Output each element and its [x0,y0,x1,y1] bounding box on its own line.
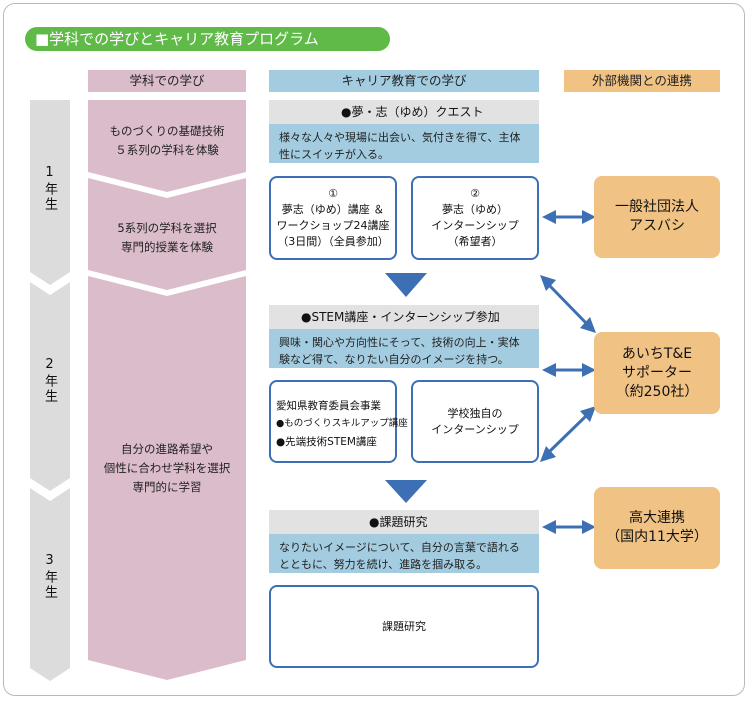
double-arrow-university [542,520,596,534]
dept-line: 専門的に学習 [132,480,202,494]
prefecture-program-box: 愛知県教育委員会事業 ●ものづくりスキルアップ講座 ●先端技術STEM講座 [269,380,408,463]
dept-line: 5系列の学科を選択 [117,221,217,235]
diagonal-arrow-upper [540,275,596,333]
box-line: （希望者） [447,235,503,248]
dept-band-2 [88,178,246,290]
org-asubashi: 一般社団法人 アスバシ [594,176,720,258]
org-line: 高大連携 [629,510,685,526]
org-line: アスバシ [629,218,685,234]
dept-stage2-text: 5系列の学科を選択 専門的授業を体験 [88,219,246,257]
page-title: ■学科での学びとキャリア教育プログラム [25,27,390,51]
year-label-2: 2年生 [40,357,60,404]
box-line: 夢志（ゆめ）講座 ＆ [281,203,385,216]
org-line: （約250社） [615,383,699,400]
workshop-box: ① 夢志（ゆめ）講座 ＆ ワークショップ24講座 （3日間）（全員参加） [269,176,397,260]
column-header-career: キャリア教育での学び [269,70,539,92]
box-line: ●ものづくりスキルアップ講座 [276,418,408,429]
column-header-external: 外部機関との連携 [564,70,720,92]
outer-frame [3,3,745,696]
dept-band-3 [88,276,246,680]
dept-line: 自分の進路希望や [121,442,213,456]
year-label-text: 3年生 [42,553,57,600]
year-label-3: 3年生 [40,553,60,600]
school-internship-box: 学校独自の インターンシップ [411,380,539,463]
box-line: インターンシップ [431,422,519,436]
research-box: 課題研究 [269,585,539,668]
year-label-1: 1年生 [40,165,60,212]
section2-description: 興味・関心や方向性にそって、技術の向上・実体験など得て、なりたい自分のイメージを… [269,329,539,368]
box-line: インターンシップ [431,219,519,232]
year-band-2 [30,282,70,491]
box-line: ② [470,187,480,200]
section3-title: ●課題研究 [269,510,539,534]
year-label-text: 2年生 [42,357,57,404]
dept-stage3-text: 自分の進路希望や 個性に合わせ学科を選択 専門的に学習 [88,440,246,497]
dept-band-1 [88,100,246,192]
box-line: 課題研究 [382,619,426,633]
section3-description: なりたいイメージについて、自分の言葉で語れるとともに、努力を続け、進路を掴み取る… [269,534,539,573]
box-line: 学校独自の [447,406,503,420]
box-line: 愛知県教育委員会事業 [276,400,381,412]
year-band-1 [30,100,70,285]
down-arrow-1 [385,273,427,297]
diagonal-arrow-lower [540,406,596,462]
dept-line: ５系列の学科を体験 [115,143,219,157]
year-label-text: 1年生 [42,165,57,212]
org-line: あいちT&E [621,345,693,362]
yume-internship-box: ② 夢志（ゆめ） インターンシップ （希望者） [411,176,539,260]
dept-line: ものづくりの基礎技術 [109,124,225,138]
box-line: ●先端技術STEM講座 [276,436,377,448]
dept-stage1-text: ものづくりの基礎技術 ５系列の学科を体験 [88,122,246,160]
box-line: 夢志（ゆめ） [442,203,508,216]
org-university: 高大連携 （国内11大学） [594,487,720,569]
double-arrow-te-supporter [542,363,596,377]
box-line: ① [328,187,338,200]
box-line: ワークショップ24講座 [276,219,390,232]
double-arrow-asubashi [542,210,596,224]
section2-title: ●STEM講座・インターンシップ参加 [269,305,539,329]
section1-title: ●夢・志（ゆめ）クエスト [269,100,539,124]
org-te-supporter: あいちT&E サポーター （約250社） [594,332,720,414]
org-line: （国内11大学） [606,529,708,545]
org-line: 一般社団法人 [615,199,699,215]
dept-line: 個性に合わせ学科を選択 [103,461,231,475]
column-header-dept: 学科での学び [88,70,246,92]
box-line: （3日間）（全員参加） [277,235,389,248]
section1-description: 様々な人々や現場に出会い、気付きを得て、主体性にスイッチが入る。 [269,124,539,163]
year-band-3 [30,488,70,681]
dept-line: 専門的授業を体験 [121,240,213,254]
org-line: サポーター [622,364,692,381]
down-arrow-2 [385,480,427,503]
